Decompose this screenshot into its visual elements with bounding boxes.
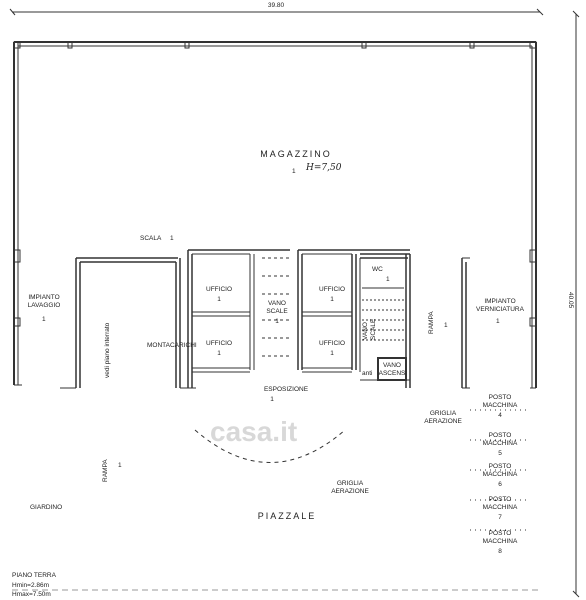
room-ufficio-3-label: UFFICIO xyxy=(319,286,345,293)
posto-macchina-6-num: 6 xyxy=(498,481,502,488)
vedi-piano-interrato-label: vedi piano interrato xyxy=(104,322,111,378)
room-wc-num: 1 xyxy=(386,276,390,283)
room-ufficio-4-num: 1 xyxy=(330,350,334,357)
room-vano-scale-right-label: VANO SCALE xyxy=(362,318,377,340)
room-magazzino-label: MAGAZZINO xyxy=(260,149,332,159)
room-montacarichi-label: MONTACARICHI xyxy=(147,342,197,349)
room-rampa-left-label: RAMPA xyxy=(102,459,109,482)
room-impianto-verniciatura-label: IMPIANTO VERNICIATURA xyxy=(476,298,524,313)
legend-floor-label: PIANO TERRA xyxy=(12,572,56,579)
legend-hmax-label: Hmax=7.50m xyxy=(12,591,51,598)
room-ufficio-3-num: 1 xyxy=(330,296,334,303)
room-esposizione-num: 1 xyxy=(270,396,274,403)
height-dimension-label: 40.05 xyxy=(567,292,574,309)
room-ufficio-1-num: 1 xyxy=(217,296,221,303)
room-vano-scale-label: VANO SCALE xyxy=(266,300,288,315)
room-ufficio-2-num: 1 xyxy=(217,350,221,357)
posto-macchina-7-num: 7 xyxy=(498,514,502,521)
griglia-aerazione-2-label: GRIGLIA AERAZIONE xyxy=(331,480,369,495)
posto-macchina-8-label: POSTO MACCHINA xyxy=(482,530,518,545)
room-vano-ascens-label: VANO ASCENS xyxy=(378,362,406,377)
room-anti-label: anti xyxy=(362,370,373,377)
posto-macchina-4-num: 4 xyxy=(498,412,502,419)
room-ufficio-1-label: UFFICIO xyxy=(206,286,232,293)
room-esposizione-label: ESPOSIZIONE xyxy=(263,386,309,393)
legend-hmin-label: Hmin=2.86m xyxy=(12,582,50,589)
room-rampa-left-num: 1 xyxy=(118,462,122,469)
room-magazzino-height-note: H=7,50 xyxy=(306,163,342,173)
room-impianto-lavaggio-label: IMPIANTO LAVAGGIO xyxy=(27,294,61,309)
room-scala-label: SCALA xyxy=(140,235,162,242)
area-piazzale-label: PIAZZALE xyxy=(257,511,317,521)
width-dimension-label: 39.80 xyxy=(267,2,285,9)
room-vano-scale-num: 1 xyxy=(275,318,279,325)
posto-macchina-4-label: POSTO MACCHINA xyxy=(482,394,518,409)
posto-macchina-5-label: POSTO MACCHINA xyxy=(482,432,518,447)
room-scala-num: 1 xyxy=(170,235,174,242)
room-wc-label: WC xyxy=(372,266,383,273)
posto-macchina-6-label: POSTO MACCHINA xyxy=(482,463,518,478)
griglia-aerazione-1-label: GRIGLIA AERAZIONE xyxy=(424,410,462,425)
room-ufficio-2-label: UFFICIO xyxy=(206,340,232,347)
watermark: casa.it xyxy=(210,416,298,447)
room-impianto-lavaggio-num: 1 xyxy=(42,316,46,323)
room-rampa-right-label: RAMPA xyxy=(428,311,435,334)
area-giardino-label: GIARDINO xyxy=(30,504,63,511)
room-magazzino-num: 1 xyxy=(292,168,296,175)
room-rampa-right-num: 1 xyxy=(444,322,448,329)
room-impianto-verniciatura-num: 1 xyxy=(496,318,500,325)
room-ufficio-4-label: UFFICIO xyxy=(319,340,345,347)
posto-macchina-8-num: 8 xyxy=(498,548,502,555)
posto-macchina-7-label: POSTO MACCHINA xyxy=(482,496,518,511)
posto-macchina-5-num: 5 xyxy=(498,450,502,457)
